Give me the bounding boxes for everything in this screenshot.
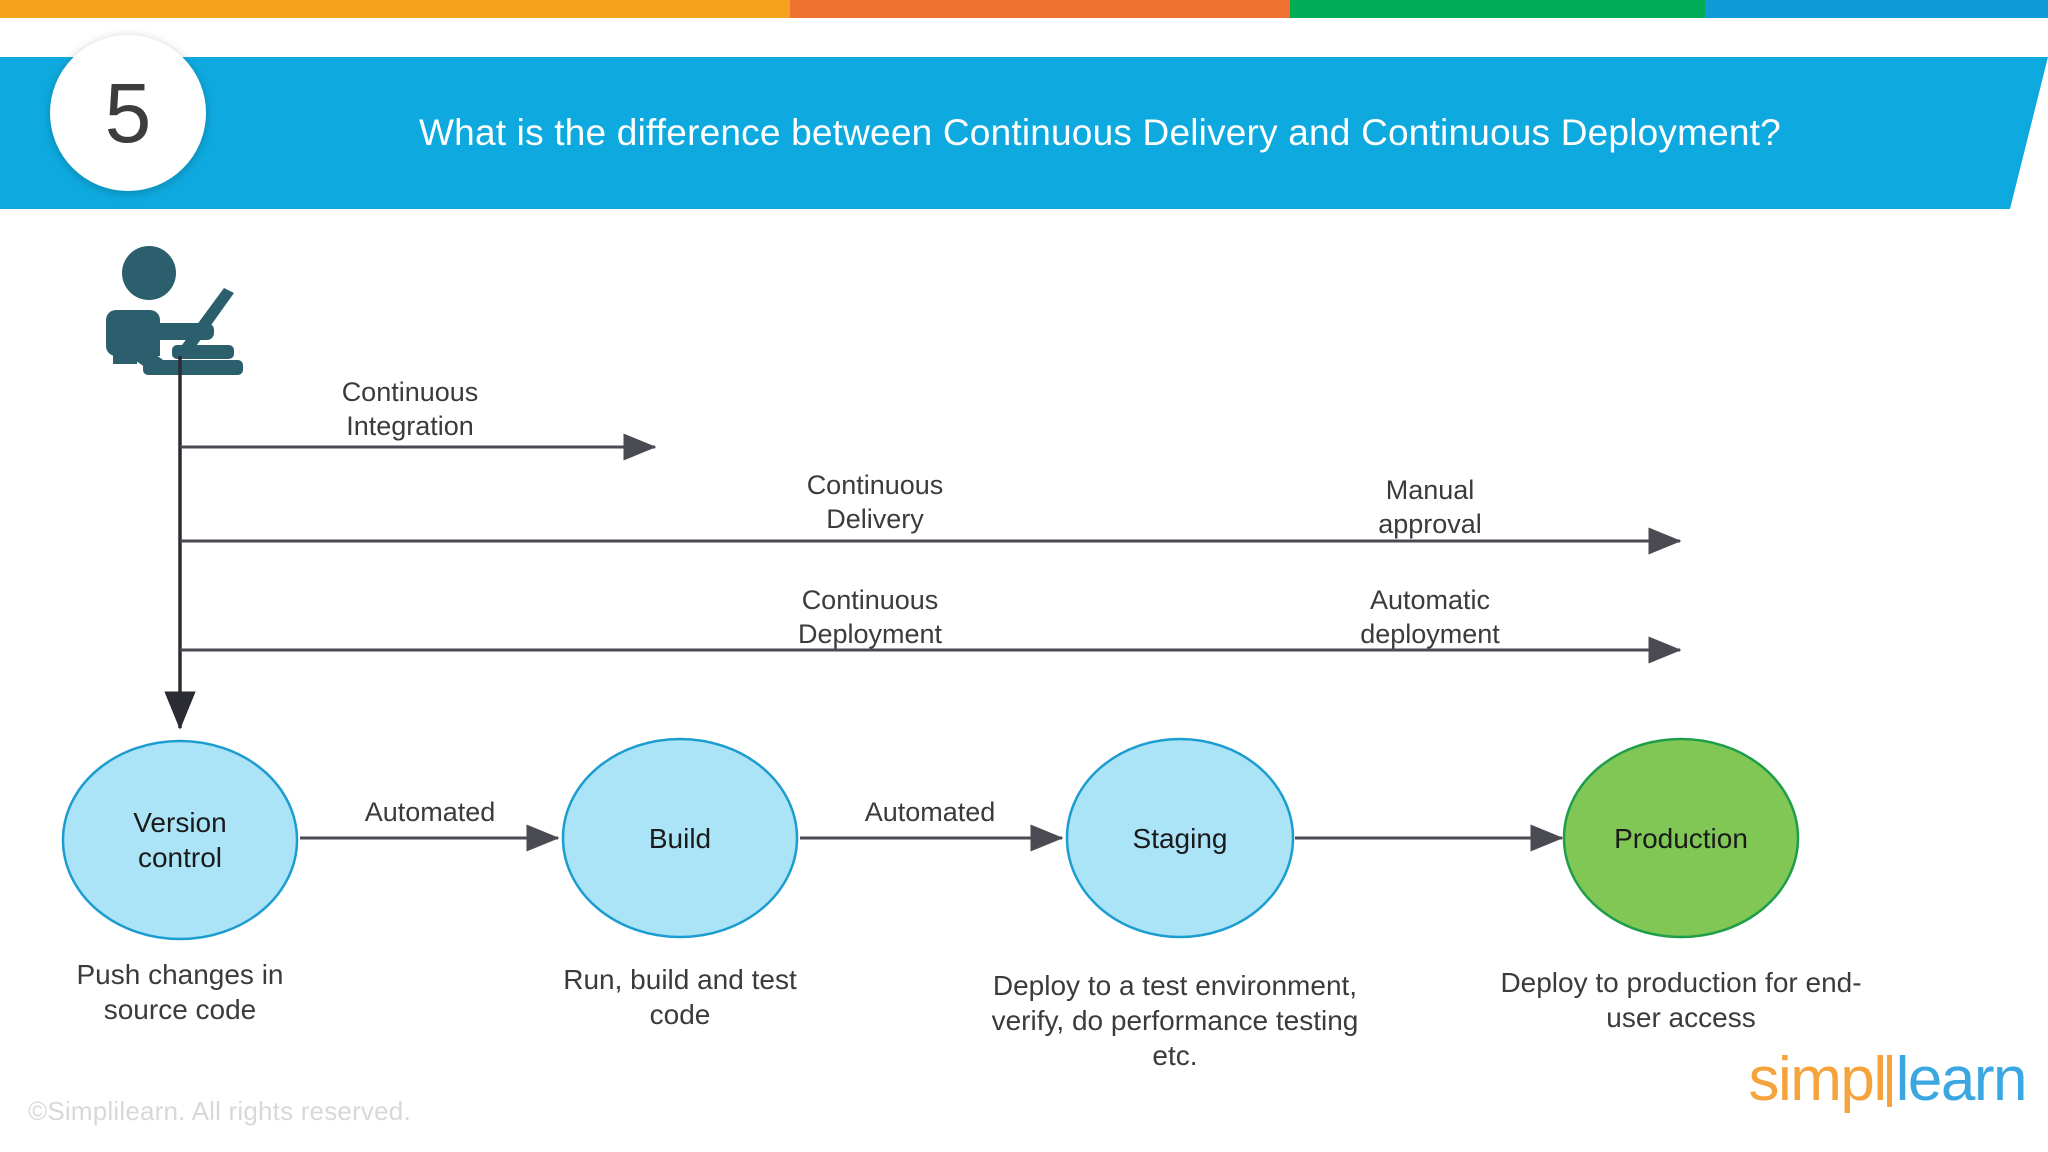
topbar-segment-green: [1290, 0, 1705, 18]
logo-text-simpl: simpl: [1748, 1045, 1887, 1114]
connector-label-automated-2: Automated: [864, 797, 996, 827]
stage-description-version-control: Push changes in source code: [76, 959, 284, 1025]
flow-label-continuous-integration: Continuous Integration: [341, 377, 479, 441]
stage-label-staging: Staging: [1132, 823, 1228, 854]
topbar-segment-blue: [1705, 0, 2048, 18]
flow-end-label-manual-approval: Manual approval: [1378, 475, 1482, 539]
flow-label-continuous-delivery: Continuous Delivery: [806, 470, 944, 534]
stage-description-staging: Deploy to a test environment, verify, do…: [991, 970, 1359, 1071]
stage-description-production: Deploy to production for end- user acces…: [1500, 967, 1862, 1033]
simplilearn-logo: simpl learn: [1748, 1045, 2028, 1114]
topbar-segment-amber: [0, 0, 790, 18]
flow-label-continuous-deployment: Continuous Deployment: [797, 585, 943, 649]
flow-end-label-automatic-deployment: Automatic deployment: [1360, 585, 1500, 649]
copyright-text: ©Simplilearn. All rights reserved.: [28, 1096, 411, 1126]
page-title: What is the difference between Continuou…: [419, 112, 1781, 153]
stage-label-version-control: Version control: [133, 807, 227, 873]
logo-divider-bar: [1886, 1055, 1892, 1107]
logo-text-learn: learn: [1895, 1045, 2028, 1114]
stage-label-build: Build: [648, 823, 712, 854]
top-color-bar: [0, 0, 2048, 18]
stage-description-build: Run, build and test code: [563, 964, 797, 1030]
connector-label-automated-1: Automated: [364, 797, 496, 827]
header-band: [0, 57, 2048, 209]
question-number-badge: 5: [50, 35, 206, 191]
topbar-segment-orange: [790, 0, 1290, 18]
developer-at-laptop-icon: [106, 246, 243, 375]
stage-label-production: Production: [1614, 823, 1748, 854]
